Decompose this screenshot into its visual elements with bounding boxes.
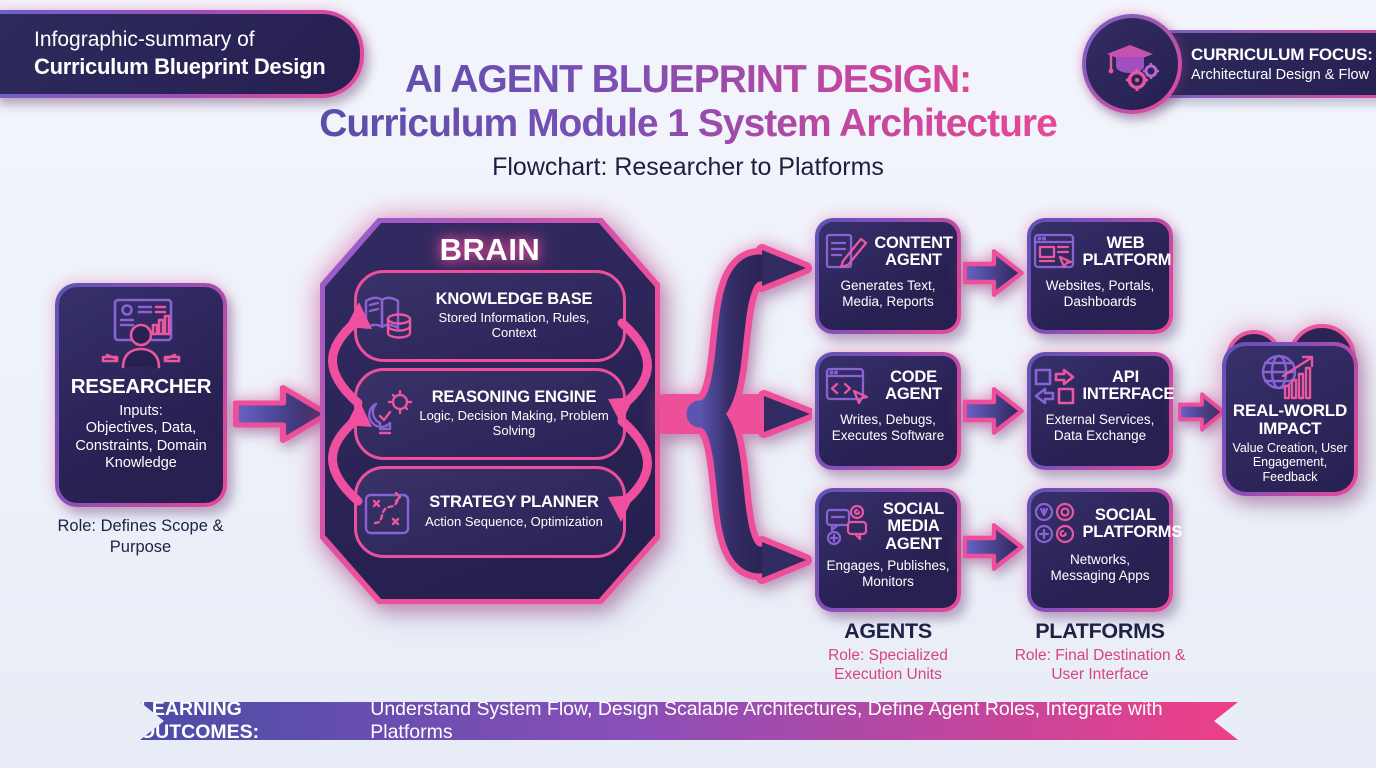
content-agent-node: CONTENT AGENT Generates Text, Media, Rep…: [815, 218, 961, 334]
researcher-at-desk-icon: [59, 297, 223, 373]
arrow-social-agent-to-social-platforms-icon: [963, 520, 1025, 574]
strategy-planner-title: STRATEGY PLANNER: [429, 493, 599, 512]
social-media-agent-desc: Engages, Publishes, Monitors: [826, 557, 950, 589]
reasoning-engine-title: REASONING ENGINE: [431, 387, 597, 406]
brain-node: BRAIN KNOWLEDGE BASE Stored Information,…: [320, 218, 660, 604]
curriculum-focus-title: CURRICULUM FOCUS:: [1191, 45, 1373, 64]
page-header: AI AGENT BLUEPRINT DESIGN: Curriculum Mo…: [288, 58, 1088, 182]
researcher-inputs-label: Inputs:: [119, 403, 163, 419]
social-media-agent-node: SOCIAL MEDIA AGENT Engages, Publishes, M…: [815, 488, 961, 612]
platforms-column-label: PLATFORMS Role: Final Destination & User…: [1007, 619, 1193, 684]
data-exchange-icon: [1032, 365, 1078, 407]
page-title-line2: Curriculum Module 1 System Architecture: [288, 102, 1088, 146]
agents-label-title: AGENTS: [844, 619, 932, 643]
arrow-content-to-web-icon: [963, 246, 1025, 300]
researcher-title: RESEARCHER: [70, 375, 212, 398]
badge-line2: Curriculum Blueprint Design: [34, 54, 326, 79]
knowledge-base-module: KNOWLEDGE BASE Stored Information, Rules…: [354, 270, 626, 362]
code-window-icon: [824, 365, 870, 407]
impact-desc: Value Creation, User Engagement, Feedbac…: [1232, 440, 1348, 485]
learning-outcomes-label: LEARNING OUTCOMES:: [140, 698, 260, 743]
strategy-planner-desc: Action Sequence, Optimization: [425, 513, 603, 529]
real-world-impact-node: REAL-WORLD IMPACT Value Creation, User E…: [1222, 324, 1358, 496]
platforms-label-title: PLATFORMS: [1035, 619, 1165, 643]
top-left-badge: Infographic-summary of Curriculum Bluepr…: [0, 10, 364, 98]
browser-window-icon: [1032, 231, 1078, 273]
arrow-brain-to-agents-icon: [660, 228, 812, 600]
web-platform-node: WEB PLATFORM Websites, Portals, Dashboar…: [1027, 218, 1173, 334]
web-platform-title: WEB PLATFORM: [1082, 233, 1172, 269]
content-agent-title: CONTENT AGENT: [874, 233, 953, 269]
curriculum-focus-circle: [1082, 14, 1182, 114]
arrow-api-to-impact-icon: [1178, 390, 1226, 434]
strategy-map-icon: [357, 489, 419, 535]
badge-line1: Infographic-summary of: [34, 28, 255, 51]
document-pen-icon: [823, 231, 869, 273]
web-platform-desc: Websites, Portals, Dashboards: [1045, 278, 1155, 309]
reasoning-engine-desc: Logic, Decision Making, Problem Solving: [419, 408, 609, 439]
knowledge-base-desc: Stored Information, Rules, Context: [438, 310, 590, 341]
researcher-role-note: Role: Defines Scope & Purpose: [57, 517, 224, 556]
researcher-inputs: Objectives, Data, Constraints, Domain Kn…: [75, 420, 207, 472]
curriculum-focus-banner: CURRICULUM FOCUS: Architectural Design &…: [1140, 30, 1376, 98]
book-database-icon: [357, 293, 419, 339]
learning-outcomes-ribbon: LEARNING OUTCOMES: Understand System Flo…: [140, 702, 1238, 740]
social-media-agent-title: SOCIAL MEDIA AGENT: [882, 500, 945, 553]
page-subtitle: Flowchart: Researcher to Platforms: [492, 153, 884, 182]
reasoning-engine-module: REASONING ENGINE Logic, Decision Making,…: [354, 368, 626, 460]
social-platforms-node: SOCIAL PLATFORMS Networks, Messaging App…: [1027, 488, 1183, 612]
social-network-icon: [1032, 501, 1078, 547]
social-platforms-title: SOCIAL PLATFORMS: [1082, 505, 1183, 541]
chat-bubbles-icon: [824, 504, 870, 550]
globe-growth-icon: [1226, 352, 1354, 400]
strategy-planner-module: STRATEGY PLANNER Action Sequence, Optimi…: [354, 466, 626, 558]
agents-column-label: AGENTS Role: Specialized Execution Units: [795, 619, 981, 684]
curriculum-focus-subtitle: Architectural Design & Flow: [1191, 67, 1370, 83]
bulb-gears-icon: [357, 390, 419, 438]
impact-body: REAL-WORLD IMPACT Value Creation, User E…: [1222, 342, 1358, 496]
code-agent-desc: Writes, Debugs, Executes Software: [831, 412, 945, 443]
content-agent-desc: Generates Text, Media, Reports: [840, 278, 936, 309]
knowledge-base-title: KNOWLEDGE BASE: [435, 289, 593, 308]
impact-title: REAL-WORLD IMPACT: [1232, 401, 1348, 438]
platforms-label-role: Role: Final Destination & User Interface: [1014, 647, 1186, 683]
arrow-researcher-to-brain-icon: [233, 381, 333, 447]
brain-title: BRAIN: [439, 232, 541, 267]
code-agent-title: CODE AGENT: [885, 367, 942, 403]
page-title-line1: AI AGENT BLUEPRINT DESIGN:: [288, 58, 1088, 102]
researcher-node: RESEARCHER Inputs: Objectives, Data, Con…: [55, 283, 227, 507]
code-agent-node: CODE AGENT Writes, Debugs, Executes Soft…: [815, 352, 961, 470]
learning-outcomes-text: Understand System Flow, Design Scalable …: [370, 698, 1163, 743]
agents-label-role: Role: Specialized Execution Units: [828, 647, 948, 683]
api-interface-title: API INTERFACE: [1082, 367, 1175, 403]
api-interface-node: API INTERFACE External Services, Data Ex…: [1027, 352, 1175, 470]
arrow-code-to-api-icon: [963, 384, 1025, 438]
api-interface-desc: External Services, Data Exchange: [1045, 412, 1155, 443]
graduation-cap-icon: [1103, 37, 1161, 91]
social-platforms-desc: Networks, Messaging Apps: [1050, 552, 1150, 583]
